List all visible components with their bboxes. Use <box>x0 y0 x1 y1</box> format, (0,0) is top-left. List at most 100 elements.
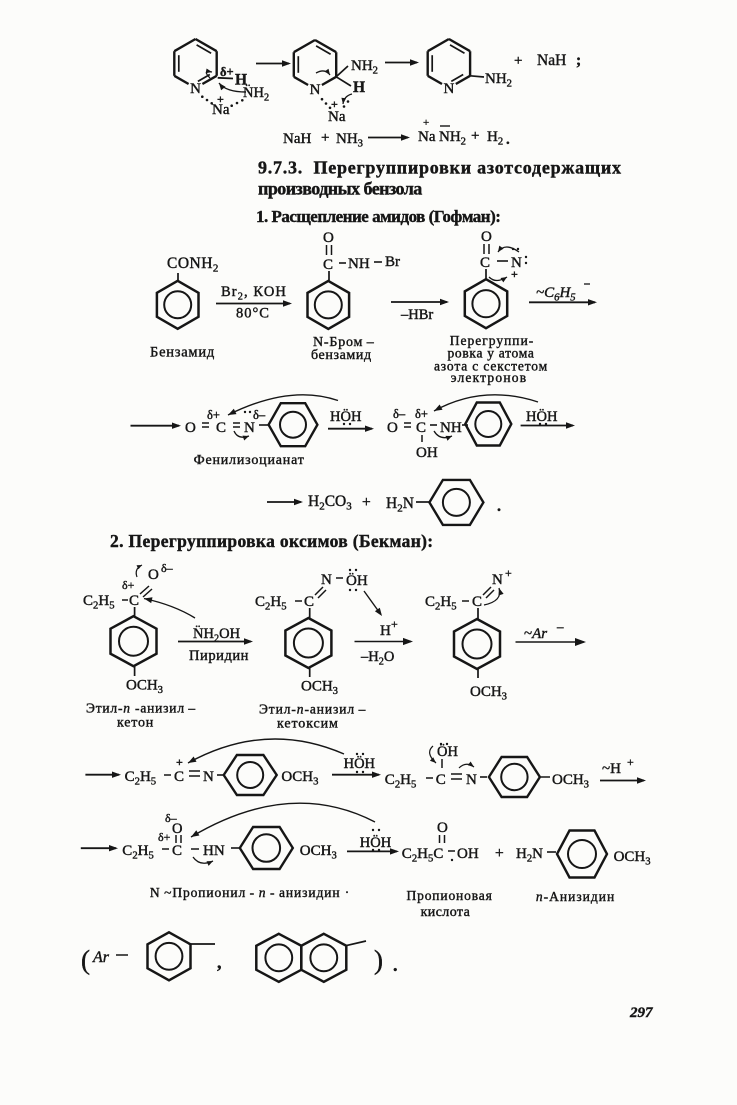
svg-text:δ–: δ– <box>393 407 406 421</box>
svg-text:C: C <box>216 420 226 436</box>
svg-text:O: O <box>172 821 182 837</box>
svg-text:.: . <box>497 498 501 515</box>
svg-text:NH2​: NH2​ <box>485 71 512 90</box>
svg-text:ровка у атома: ровка у атома <box>447 346 534 361</box>
svg-text:H2​N: H2​N <box>516 846 543 865</box>
svg-text:OCH3​: OCH3​ <box>126 678 163 697</box>
svg-text:кетоксим: кетоксим <box>277 717 339 732</box>
svg-text:1. Расщепление амидов (Гофман): 1. Расщепление амидов (Гофман): <box>256 207 500 226</box>
svg-text:кетон: кетон <box>117 716 154 731</box>
svg-text:NH2​: NH2​ <box>439 129 466 148</box>
svg-text:HÖH: HÖH <box>330 408 362 425</box>
svg-text:N̈H2​OH: N̈H2​OH <box>193 625 241 645</box>
svg-text:δ+: δ+ <box>220 65 234 79</box>
svg-text:+: + <box>362 494 371 511</box>
svg-text:N: N <box>244 420 255 436</box>
svg-text:ÖH: ÖH <box>346 572 368 589</box>
svg-text:+: + <box>391 617 398 631</box>
svg-text:Перегруппи-: Перегруппи- <box>450 333 535 348</box>
svg-text:N: N <box>511 255 522 271</box>
svg-text:O: O <box>481 229 492 245</box>
svg-text:электронов: электронов <box>451 370 528 385</box>
svg-text:+: + <box>495 845 504 862</box>
svg-text:N: N <box>203 769 214 785</box>
svg-text:N: N <box>190 81 201 97</box>
svg-text:O: O <box>323 230 334 246</box>
svg-text:производных бензола: производных бензола <box>258 179 422 199</box>
svg-text:HÖH: HÖH <box>360 834 392 851</box>
svg-text:.: . <box>393 955 398 975</box>
svg-text:C: C <box>472 594 482 610</box>
svg-text:N-Бром –: N-Бром – <box>313 335 375 350</box>
svg-text:ÖH: ÖH <box>437 743 458 760</box>
svg-text:C2​H5​: C2​H5​ <box>83 593 115 612</box>
svg-text:Br: Br <box>385 254 400 270</box>
svg-text:HÖH: HÖH <box>526 408 558 425</box>
svg-text:80°С: 80°С <box>236 306 270 322</box>
svg-text:O: O <box>148 567 159 583</box>
svg-text:N: N <box>321 572 332 588</box>
svg-text:C2​H5​C: C2​H5​C <box>402 846 444 865</box>
svg-text:OCH3​: OCH3​ <box>300 843 337 862</box>
svg-text:+: + <box>321 130 329 146</box>
svg-text:–HBr: –HBr <box>400 307 433 323</box>
svg-text:H: H <box>380 623 391 639</box>
svg-text:OCH3​: OCH3​ <box>470 684 507 703</box>
svg-text:δ+: δ+ <box>158 830 171 844</box>
svg-text:C2​H5​: C2​H5​ <box>255 594 287 613</box>
svg-text:;: ; <box>576 52 581 69</box>
svg-text:C: C <box>323 257 333 273</box>
svg-text:+: + <box>505 566 512 580</box>
svg-text:C: C <box>480 255 490 271</box>
svg-text:бензамид: бензамид <box>311 348 372 363</box>
svg-text:Na: Na <box>418 129 436 145</box>
svg-text:C2​H5​: C2​H5​ <box>125 769 157 788</box>
svg-text:C: C <box>129 593 139 609</box>
svg-text:O: O <box>437 820 448 836</box>
svg-text:+: + <box>627 755 634 769</box>
svg-text:NaH: NaH <box>283 131 311 147</box>
svg-text:δ–: δ– <box>165 811 178 825</box>
svg-text:δ+: δ+ <box>207 408 220 422</box>
svg-text:C: C <box>304 594 314 610</box>
svg-text:Na: Na <box>212 102 230 118</box>
svg-text:(: ( <box>81 945 90 975</box>
svg-text:2. Перегруппировка оксимов (Бе: 2. Перегруппировка оксимов (Бекман): <box>110 531 433 551</box>
svg-text:H: H <box>235 72 247 89</box>
svg-text:C2​H5​: C2​H5​ <box>385 772 417 791</box>
svg-text:NH: NH <box>440 420 462 436</box>
svg-text:OCH3​: OCH3​ <box>281 769 318 788</box>
svg-text:.: . <box>506 132 510 148</box>
svg-text:CONH2​: CONH2​ <box>167 255 219 275</box>
svg-text:кислота: кислота <box>421 905 471 920</box>
svg-text:OCH3​: OCH3​ <box>301 679 338 698</box>
svg-text:Этил-п-анизил –: Этил-п-анизил – <box>259 702 366 717</box>
svg-text:Фенилизоцианат: Фенилизоцианат <box>194 453 305 468</box>
svg-text:Ar: Ar <box>92 949 110 966</box>
svg-text:H2​CO3​: H2​CO3​ <box>308 493 352 513</box>
svg-text:H: H <box>353 79 365 96</box>
svg-text:N: N <box>492 572 503 588</box>
svg-text:NaH: NaH <box>537 52 566 69</box>
svg-text:Этил-п -анизил –: Этил-п -анизил – <box>86 701 196 716</box>
svg-text:п-Анизидин: п-Анизидин <box>536 889 615 904</box>
svg-text:N̈H2​: N̈H2​ <box>243 84 269 104</box>
svg-text:+: + <box>217 92 224 106</box>
svg-text:9.7.3. Перегруппировки азотсо: 9.7.3. Перегруппировки азотсодержащих <box>258 158 622 178</box>
svg-text:~Ar: ~Ar <box>524 626 547 642</box>
svg-text:азота с секстетом: азота с секстетом <box>434 359 548 374</box>
svg-text:C2​H5​: C2​H5​ <box>425 594 457 613</box>
svg-text:Пиридин: Пиридин <box>189 648 249 664</box>
svg-text:+: + <box>514 53 522 69</box>
svg-text:HÖH: HÖH <box>344 755 376 772</box>
svg-text:H2​N: H2​N <box>386 495 414 515</box>
svg-text:Br2​, КОН: Br2​, КОН <box>221 284 287 303</box>
svg-text:–: – <box>556 619 564 634</box>
svg-text:+: + <box>471 128 479 144</box>
svg-text:Пропионовая: Пропионовая <box>407 888 493 903</box>
svg-text:+: + <box>331 97 338 111</box>
svg-text:): ) <box>374 945 383 975</box>
svg-text:+: + <box>176 755 183 769</box>
svg-text:NH: NH <box>348 256 370 272</box>
svg-text:C: C <box>436 772 446 788</box>
